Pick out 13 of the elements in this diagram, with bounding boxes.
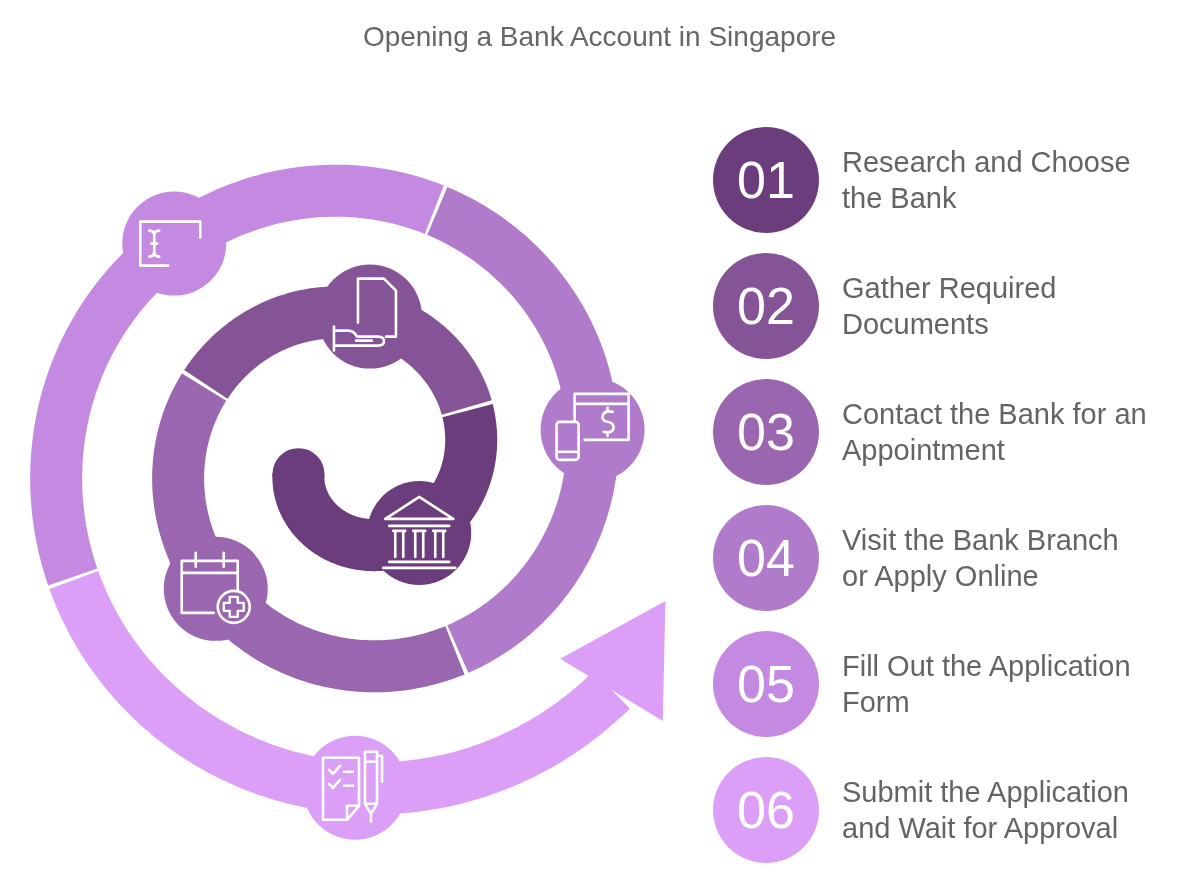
step-description: Contact the Bank for an Appointment	[842, 398, 1147, 466]
step-number-circle: 03	[713, 379, 819, 485]
step-description: Research and Choose the Bank	[842, 146, 1131, 214]
step-description: Fill Out the Application Form	[842, 650, 1131, 718]
step-description: Gather Required Documents	[842, 272, 1057, 340]
step-number-circle: 06	[713, 757, 819, 863]
step-description: Submit the Application and Wait for Approval	[842, 776, 1129, 844]
step-number-circle: 05	[713, 631, 819, 737]
step-description: Visit the Bank Branch or Apply Online	[842, 524, 1119, 592]
step-number-circle: 02	[713, 253, 819, 359]
step-number-circle: 01	[713, 127, 819, 233]
diagram-title: Opening a Bank Account in Singapore	[362, 21, 837, 52]
step-number-circle: 04	[713, 505, 819, 611]
